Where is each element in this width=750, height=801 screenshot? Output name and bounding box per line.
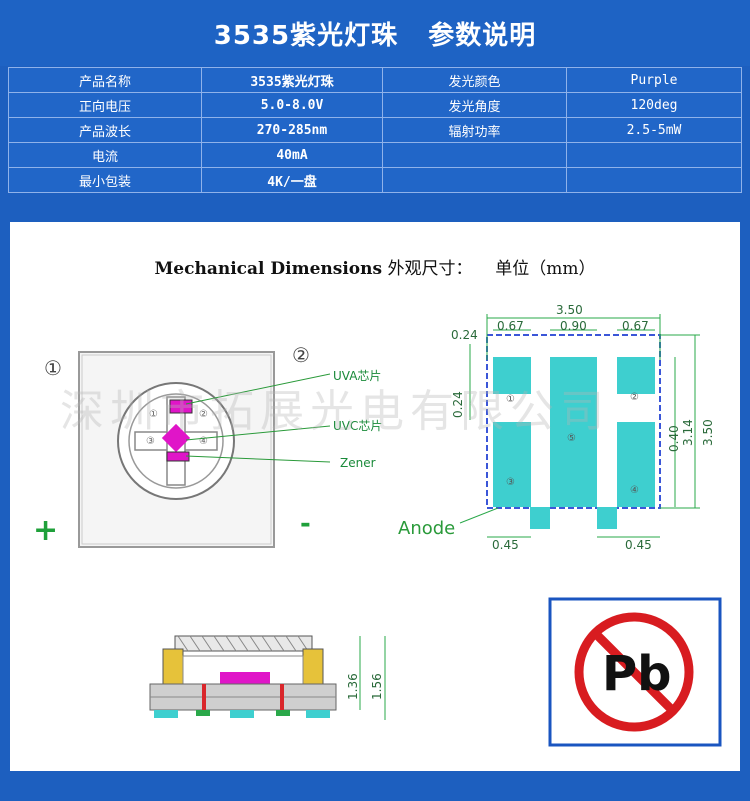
pin1-marker: ①	[44, 356, 62, 380]
dim-067-left: 0.67	[497, 319, 524, 333]
heading-en: Mechanical Dimensions	[154, 259, 383, 279]
spec-value: 270-285nm	[201, 117, 383, 143]
dim-067-right: 0.67	[622, 319, 649, 333]
inner-pin-1: ①	[149, 409, 158, 420]
spec-key: 电流	[8, 142, 202, 168]
mechanical-dimensions-heading: Mechanical Dimensions 外观尺寸： 单位（mm）	[10, 254, 740, 279]
spec-key: 产品波长	[8, 117, 202, 143]
pin2-marker: ②	[292, 343, 310, 367]
dim-width-350: 3.50	[556, 303, 583, 317]
page-title: 3535紫光灯珠 参数说明	[0, 0, 750, 66]
spec-key	[382, 142, 567, 168]
dim-045-right: 0.45	[625, 538, 652, 552]
dim-045-left: 0.45	[492, 538, 519, 552]
dim-314: 3.14	[681, 419, 695, 446]
dim-024-vertical: 0.24	[451, 391, 465, 418]
spec-key: 辐射功率	[382, 117, 567, 143]
spec-key: 发光角度	[382, 92, 567, 118]
minus-sign: -	[300, 509, 311, 539]
footprint-view: ① ② ③ ④ ⑤ 3.50 0.24 0.67 0.90 0.67 0.24 …	[398, 303, 715, 552]
plus-sign: +	[33, 513, 58, 548]
heading-cn: 外观尺寸：	[387, 259, 473, 279]
spec-key: 正向电压	[8, 92, 202, 118]
uva-chip-label: UVA芯片	[333, 369, 381, 383]
heading-unit: 单位（mm）	[495, 259, 596, 279]
dim-040: 0.40	[667, 425, 681, 452]
anode-label: Anode	[398, 518, 455, 539]
spec-key	[382, 167, 567, 193]
zener-label: Zener	[340, 456, 376, 470]
dim-024-top: 0.24	[451, 328, 478, 342]
spec-value	[566, 142, 742, 168]
side-view: 1.36 1.56	[149, 635, 386, 720]
pad-5: ⑤	[567, 433, 576, 444]
spec-key: 最小包装	[8, 167, 202, 193]
dim-090: 0.90	[560, 319, 587, 333]
pad-3: ③	[506, 477, 515, 488]
spec-value: 2.5-5mW	[566, 117, 742, 143]
top-view: ③ ④ ① ② UVA芯片 UVC芯片 Zener ① ② + -	[33, 343, 382, 548]
inner-pin-3: ③	[146, 436, 155, 447]
inner-pin-4: ④	[199, 436, 208, 447]
watermark: 深圳市拓展光电有限公司	[60, 386, 610, 437]
spec-value: 3535紫光灯珠	[201, 67, 383, 93]
spec-value	[566, 167, 742, 193]
spec-value: 5.0-8.0V	[201, 92, 383, 118]
pad-4: ④	[630, 485, 639, 496]
inner-pin-2: ②	[199, 409, 208, 420]
uvc-chip-label: UVC芯片	[333, 419, 382, 433]
pb-free-logo: Pb	[548, 597, 722, 747]
spec-value: 4K/一盘	[201, 167, 383, 193]
dim-136: 1.36	[346, 673, 360, 700]
dim-156: 1.56	[370, 673, 384, 700]
dim-350-vertical: 3.50	[701, 419, 715, 446]
spec-value: Purple	[566, 67, 742, 93]
spec-value: 120deg	[566, 92, 742, 118]
pb-text: Pb	[602, 646, 672, 702]
spec-value: 40mA	[201, 142, 383, 168]
pad-2: ②	[630, 392, 639, 403]
pad-1: ①	[506, 394, 515, 405]
